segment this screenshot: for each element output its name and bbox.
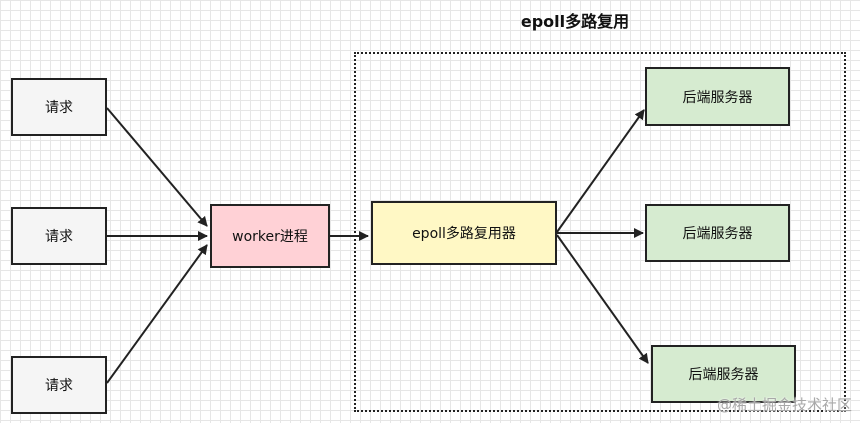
backend-server-node-3: 后端服务器: [651, 345, 796, 403]
epoll-multiplexer-node: epoll多路复用器: [371, 201, 557, 265]
worker-process-label: worker进程: [232, 229, 308, 245]
request-node-2: 请求: [11, 207, 107, 265]
epoll-group-frame: [354, 52, 846, 412]
request-node-3: 请求: [11, 356, 107, 414]
request-node-3-label: 请求: [45, 378, 73, 394]
worker-process-node: worker进程: [210, 204, 330, 268]
epoll-multiplexer-label: epoll多路复用器: [412, 226, 516, 242]
arrow-request-1-to-worker: [106, 107, 208, 227]
arrow-epoll-to-backend-3: [556, 234, 649, 364]
backend-server-2-label: 后端服务器: [682, 226, 753, 242]
request-node-1: 请求: [11, 78, 107, 136]
watermark: @稀土掘金技术社区: [716, 396, 852, 414]
arrow-epoll-to-backend-1: [556, 109, 645, 233]
request-node-1-label: 请求: [45, 100, 73, 116]
request-node-2-label: 请求: [45, 229, 73, 245]
diagram-title: epoll多路复用: [520, 12, 630, 31]
backend-server-1-label: 后端服务器: [682, 89, 753, 106]
arrow-request-3-to-worker: [106, 244, 208, 384]
backend-server-3-label: 后端服务器: [688, 367, 759, 383]
backend-server-node-2: 后端服务器: [645, 204, 790, 262]
backend-server-node-1: 后端服务器: [645, 67, 790, 126]
